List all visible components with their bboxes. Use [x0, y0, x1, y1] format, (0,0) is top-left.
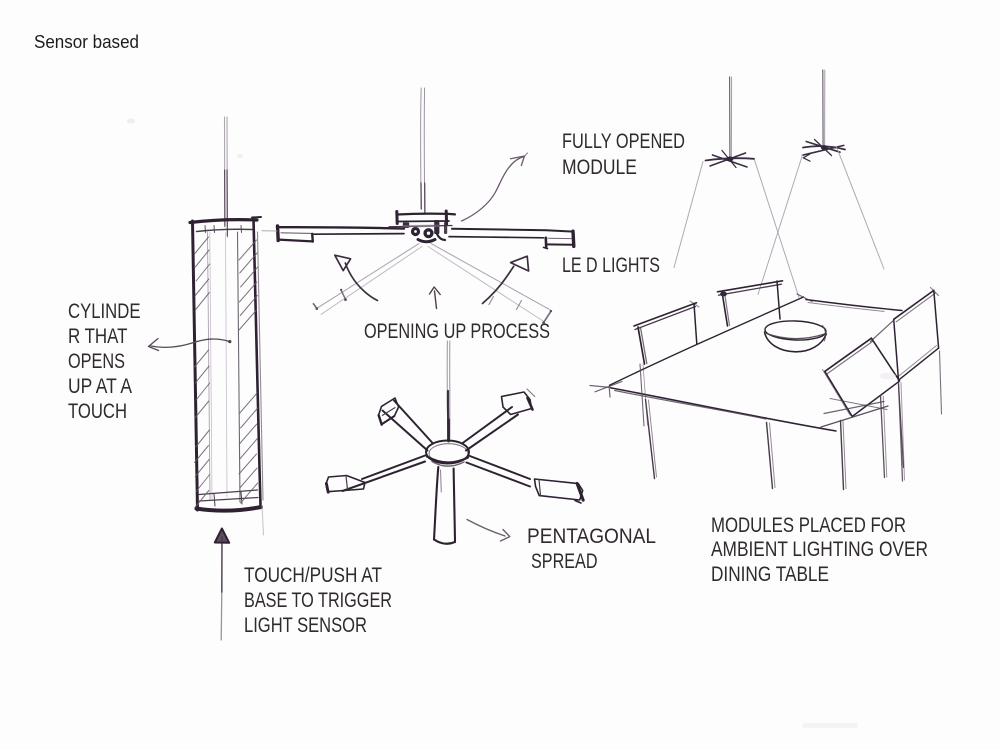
svg-text:UP AT A: UP AT A	[68, 375, 132, 398]
svg-text:PENTAGONAL: PENTAGONAL	[527, 525, 656, 548]
svg-text:MODULES PLACED FOR: MODULES PLACED FOR	[711, 514, 906, 537]
svg-text:OPENS: OPENS	[68, 350, 125, 373]
svg-text:CYLINDE: CYLINDE	[68, 300, 141, 323]
svg-text:TOUCH/PUSH AT: TOUCH/PUSH AT	[244, 564, 382, 587]
svg-text:LIGHT SENSOR: LIGHT SENSOR	[244, 614, 367, 637]
svg-text:DINING TABLE: DINING TABLE	[711, 563, 829, 586]
svg-text:SPREAD: SPREAD	[531, 550, 598, 573]
svg-text:TOUCH: TOUCH	[68, 400, 127, 423]
svg-text:LE D LIGHTS: LE D LIGHTS	[562, 254, 660, 277]
svg-text:MODULE: MODULE	[562, 156, 637, 179]
svg-text:BASE TO TRIGGER: BASE TO TRIGGER	[244, 589, 392, 612]
svg-text:OPENING UP PROCESS: OPENING UP PROCESS	[364, 320, 550, 343]
svg-text:R THAT: R THAT	[68, 325, 128, 348]
svg-text:AMBIENT LIGHTING OVER: AMBIENT LIGHTING OVER	[711, 538, 928, 561]
svg-text:FULLY OPENED: FULLY OPENED	[562, 130, 685, 153]
svg-text:Sensor based: Sensor based	[34, 31, 139, 52]
